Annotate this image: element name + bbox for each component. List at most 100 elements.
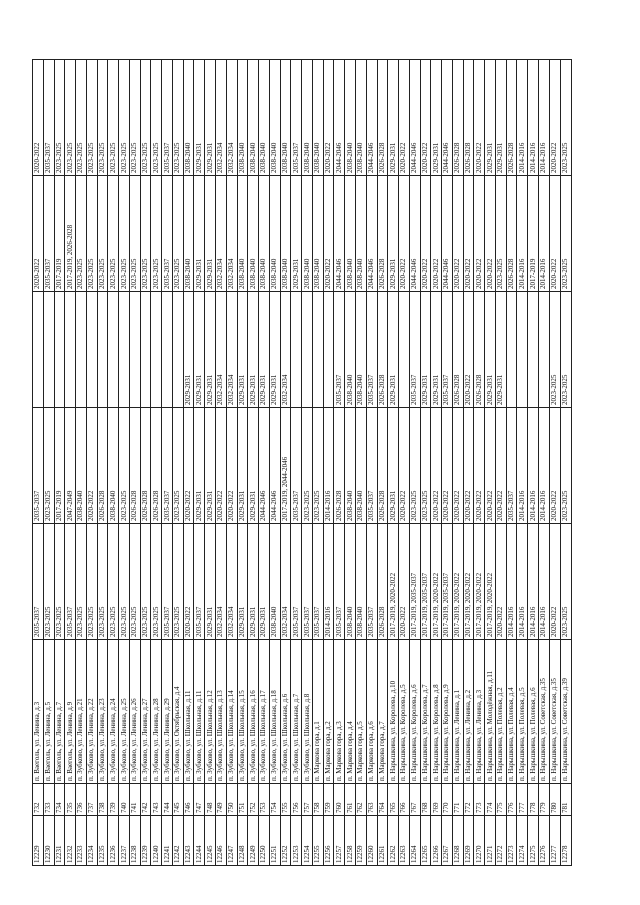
period-cell-4: 2038-2040 [355,175,367,292]
row-number-cell: 779 [538,783,550,816]
address-cell: п. Зубково, ул. Ленина, д.28 [150,639,162,784]
period-cell-5: 2020-2022 [32,59,44,176]
period-cell-3 [43,291,55,408]
row-number-cell: 777 [516,783,528,816]
period-cell-4: 2029-2031 [204,175,216,292]
row-number-cell: 756 [290,783,302,816]
address-cell: п. Зубково, ул. Ленина, д.22 [86,639,98,784]
period-cell-5: 2023-2025 [64,59,76,176]
period-cell-5: 2038-2040 [344,59,356,176]
row-id-cell: 12230 [43,815,55,866]
period-cell-3: 2032-2034 [215,291,227,408]
period-cell-3 [312,291,324,408]
period-cell-1: 2035-2037 [301,523,313,640]
row-number-cell: 776 [506,783,517,816]
address-cell: п. Зубково, ул. Ленина, д.27 [140,639,151,784]
period-cell-5: 2023-2025 [118,59,130,176]
period-cell-4: 2020-2022 [463,175,474,292]
period-cell-2: 2038-2040 [75,407,87,524]
row-number-cell: 773 [473,783,485,816]
period-cell-3: 2035-2037 [441,291,453,408]
row-id-cell: 12252 [280,815,291,866]
period-cell-5: 2029-2031 [193,59,205,176]
address-cell: п. Нарышкина, ул. Ленина, д.3 [473,639,485,784]
period-cell-1: 2017-2019, 2035-2037 [420,523,431,640]
row-id-cell: 12258 [344,815,356,866]
row-id-cell: 12262 [387,815,399,866]
period-cell-4: 2029-2031 [387,175,399,292]
row-number-cell: 772 [463,783,474,816]
period-cell-2: 2020-2022 [463,407,474,524]
row-number-cell: 769 [430,783,442,816]
period-cell-3: 2029-2031 [420,291,431,408]
period-cell-4: 2023-2025 [118,175,130,292]
period-cell-4: 2023-2025 [172,175,184,292]
period-cell-5: 2023-2025 [150,59,162,176]
period-cell-4: 2023-2025 [75,175,87,292]
row-number-cell: 755 [280,783,291,816]
period-cell-4: 2038-2040 [312,175,324,292]
row-id-cell: 12240 [150,815,162,866]
period-cell-5: 2038-2040 [355,59,367,176]
period-cell-3 [86,291,98,408]
period-cell-2: 2023-2025 [301,407,313,524]
period-cell-2: 2023-2025 [172,407,184,524]
period-cell-5: 2044-2046 [333,59,345,176]
period-cell-5: 2029-2031 [484,59,496,176]
period-cell-4: 2044-2046 [441,175,453,292]
row-number-cell: 775 [495,783,507,816]
period-cell-1: 2014-2016 [323,523,334,640]
period-cell-5: 2044-2046 [366,59,377,176]
address-cell: п. Маркова гора, д.2 [323,639,334,784]
period-cell-1: 2017-2019, 2020-2022 [463,523,474,640]
row-id-cell: 12276 [538,815,550,866]
period-cell-3: 2026-2028 [452,291,464,408]
period-cell-3: 2029-2031 [484,291,496,408]
period-cell-2: 2023-2025 [118,407,130,524]
row-id-cell: 12244 [193,815,205,866]
period-cell-2: 2029-2031 [247,407,259,524]
period-cell-1: 2017-2019, 2020-2022 [473,523,485,640]
period-cell-1: 2035-2037 [161,523,173,640]
period-cell-2: 2014-2016 [538,407,550,524]
period-cell-2: 2014-2016 [516,407,528,524]
period-cell-2: 2029-2031 [193,407,205,524]
period-cell-1: 2038-2040 [355,523,367,640]
period-cell-5: 2020-2022 [398,59,410,176]
row-number-cell: 757 [301,783,313,816]
row-id-cell: 12250 [258,815,270,866]
period-cell-3: 2032-2034 [280,291,291,408]
address-cell: п. Зубково, ул. Школьная, д.18 [269,639,281,784]
period-cell-3: 2035-2037 [333,291,345,408]
row-id-cell: 12249 [247,815,259,866]
period-cell-1: 2023-2025 [43,523,55,640]
row-number-cell: 762 [355,783,367,816]
period-cell-3: 2035-2037 [409,291,421,408]
period-cell-2: 2020-2022 [495,407,507,524]
period-cell-4: 2038-2040 [269,175,281,292]
period-cell-3: 2029-2031 [258,291,270,408]
period-cell-2: 2044-2046 [269,407,281,524]
period-cell-2: 2017-2019 [54,407,65,524]
row-number-cell: 758 [312,783,324,816]
row-id-cell: 12268 [452,815,464,866]
period-cell-2: 2020-2022 [398,407,410,524]
period-cell-4: 2035-2037 [43,175,55,292]
period-cell-5: 2023-2025 [86,59,98,176]
period-cell-1: 2032-2034 [215,523,227,640]
row-id-cell: 12264 [409,815,421,866]
address-cell: п. Зубково, ул. Школьная, д.13 [215,639,227,784]
period-cell-4: 2038-2040 [258,175,270,292]
address-cell: п. Нарышкина, ул. Полевая, д.6 [527,639,539,784]
